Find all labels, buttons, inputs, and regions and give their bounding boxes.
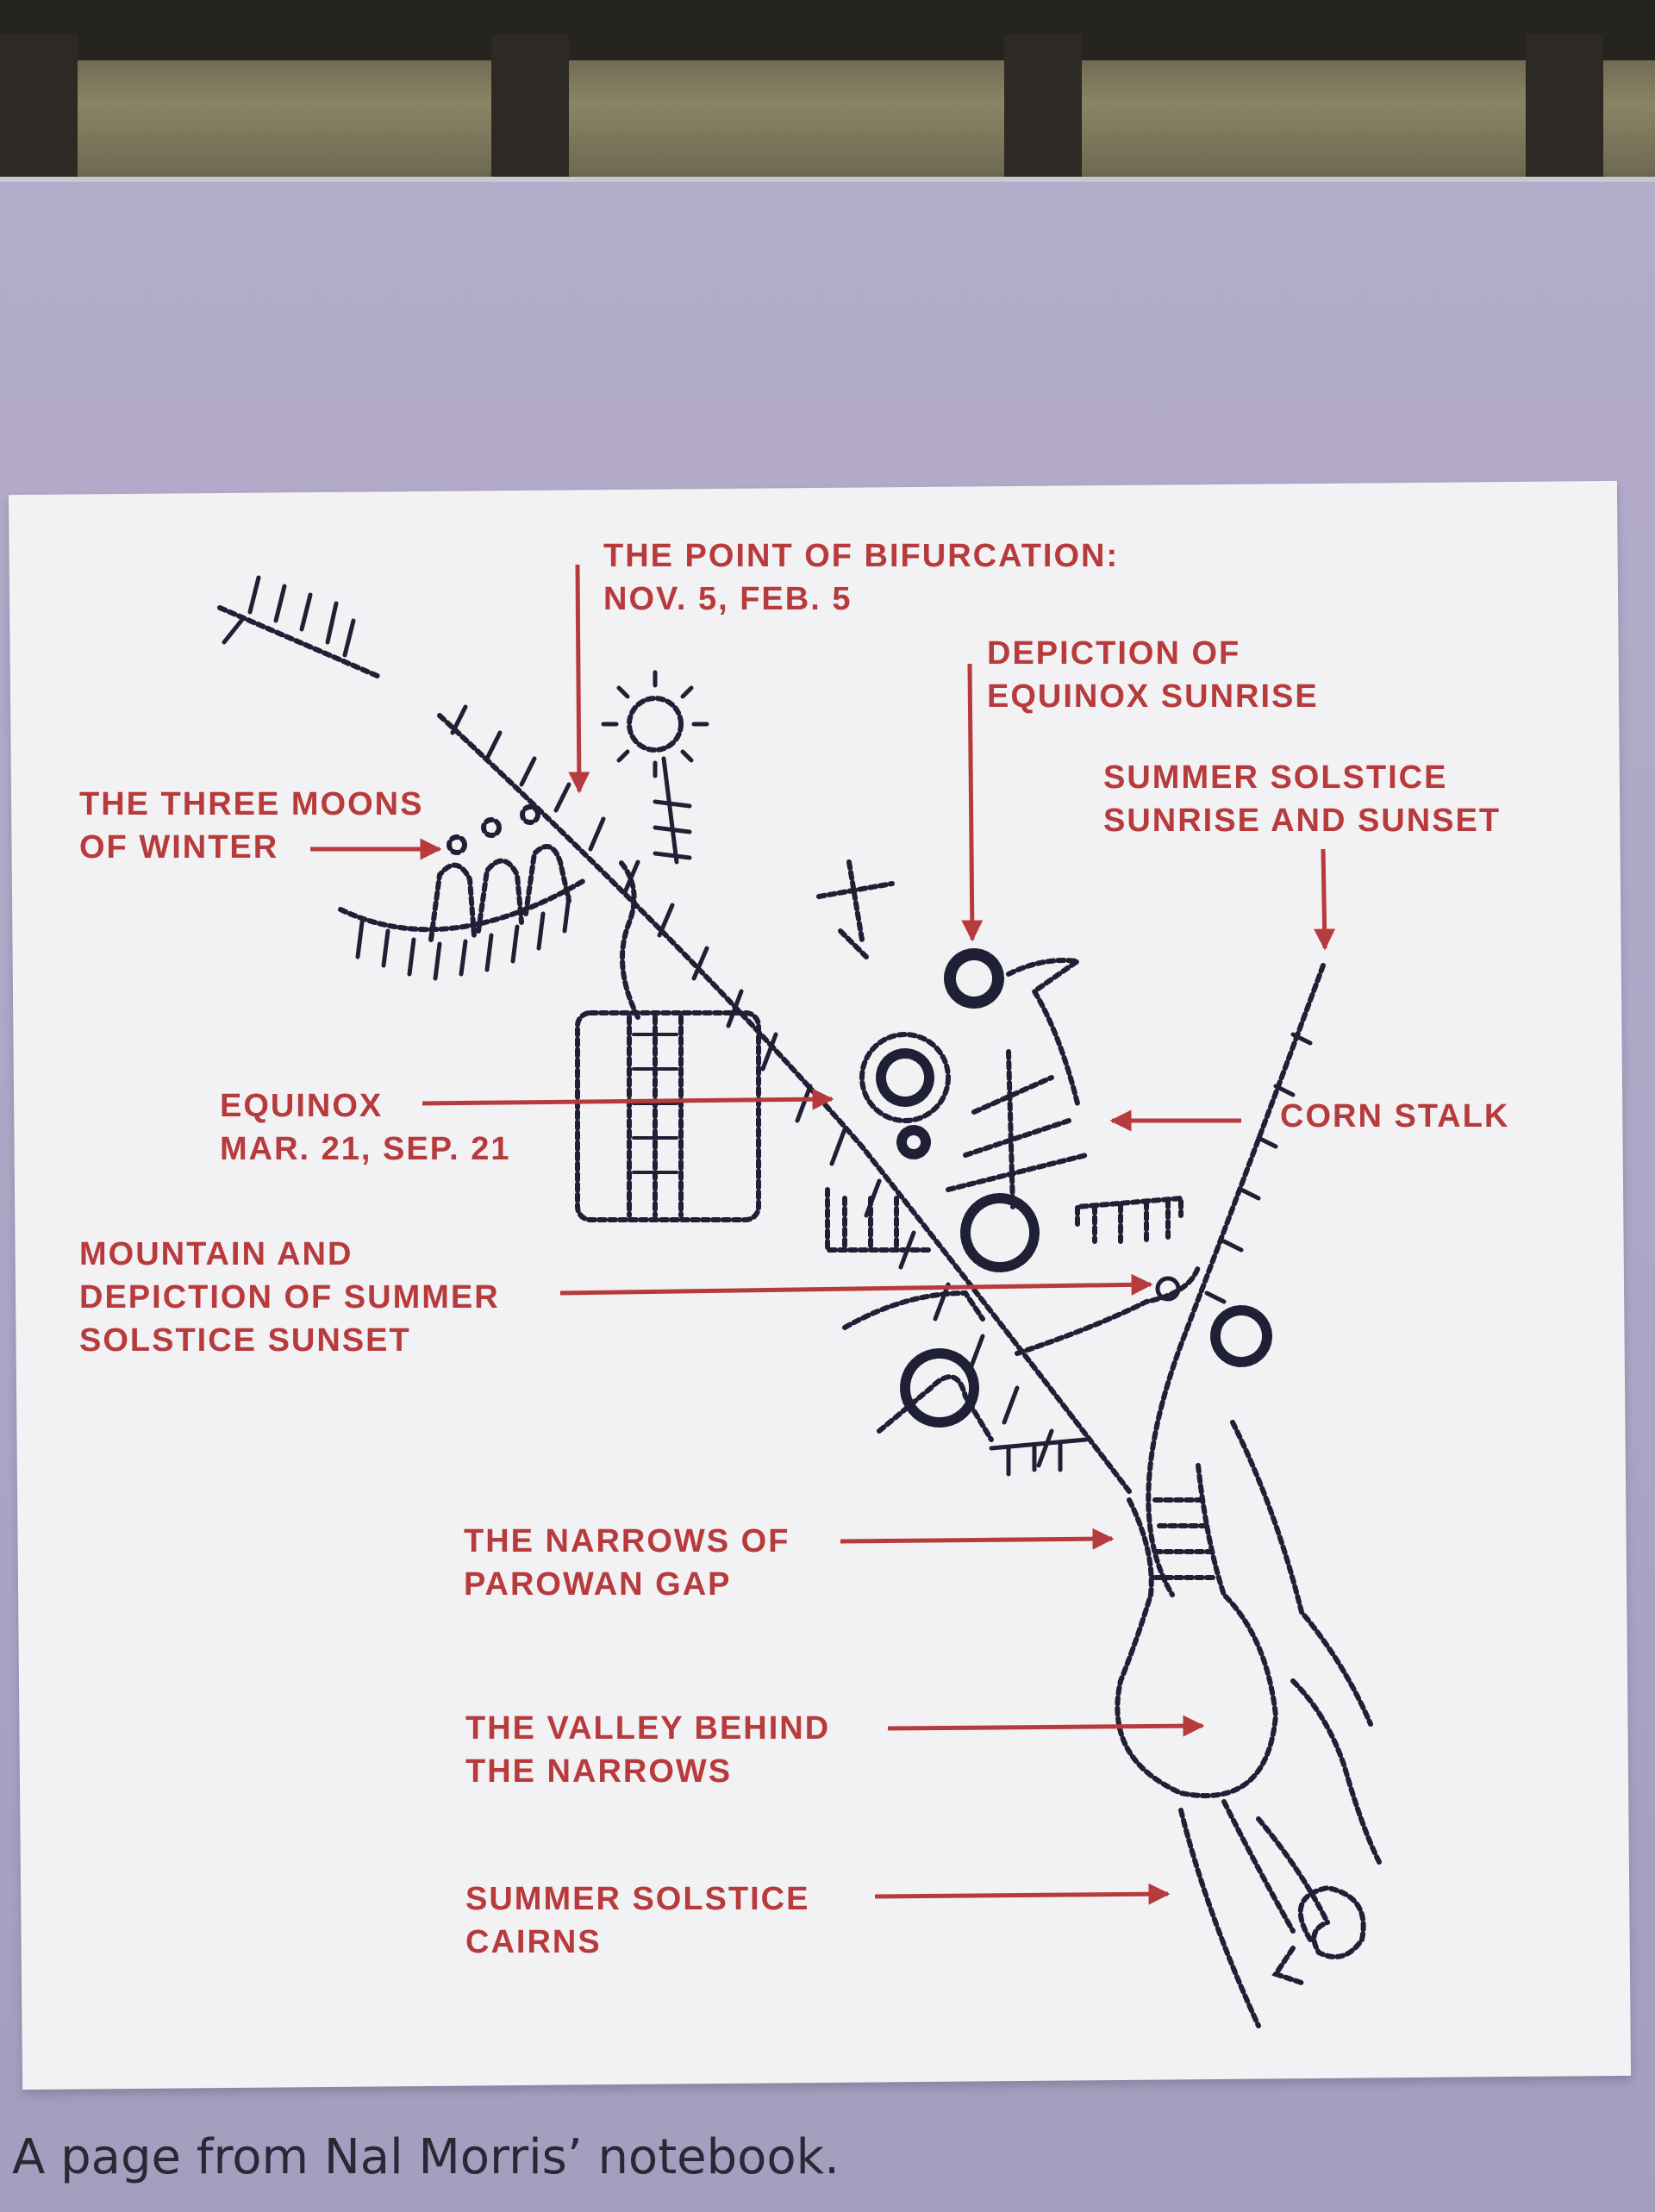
petroglyph-lines xyxy=(217,575,1382,2028)
label-line: CAIRNS xyxy=(465,1924,602,1960)
label-line: THE NARROWS xyxy=(465,1753,733,1790)
label-line: THE POINT OF BIFURCATION: xyxy=(603,538,1120,574)
arrow-equinox xyxy=(422,1088,834,1110)
arrow-valley xyxy=(887,1715,1205,1737)
fence-post xyxy=(491,34,569,198)
label-line: EQUINOX SUNRISE xyxy=(987,678,1319,715)
equinox-sunrise-glyph xyxy=(944,948,1004,1009)
arrow-mountain xyxy=(559,1273,1153,1296)
arrow-equinox-sunrise xyxy=(961,663,984,942)
background-bushes xyxy=(0,0,1655,198)
label-equinox: EQUINOX MAR. 21, SEP. 21 xyxy=(220,1084,511,1171)
sun-glyph xyxy=(627,696,684,753)
label-line: EQUINOX xyxy=(220,1088,384,1124)
winter-moons-boat xyxy=(338,877,589,933)
arrow-cairns xyxy=(874,1883,1171,1905)
arrow-narrows xyxy=(840,1528,1115,1550)
label-valley: THE VALLEY BEHIND THE NARROWS xyxy=(465,1707,830,1793)
label-line: THE NARROWS OF xyxy=(464,1523,790,1559)
label-line: OF WINTER xyxy=(79,829,279,865)
label-line: DEPICTION OF SUMMER xyxy=(79,1279,500,1315)
spiral-glyph xyxy=(1297,1884,1366,1959)
label-line: SUMMER SOLSTICE xyxy=(465,1881,810,1917)
sign-caption: A page from Nal Morris’ notebook. xyxy=(12,2129,840,2185)
fence-post xyxy=(1526,34,1603,198)
label-line: DEPICTION OF xyxy=(987,635,1241,672)
label-line: THE VALLEY BEHIND xyxy=(465,1710,831,1746)
label-line: MAR. 21, SEP. 21 xyxy=(220,1131,511,1167)
label-arrows xyxy=(310,564,1336,1905)
right-corn-branch xyxy=(1146,963,1326,1597)
label-mountain: MOUNTAIN AND DEPICTION OF SUMMER SOLSTIC… xyxy=(79,1233,500,1362)
arrow-bifurcation xyxy=(568,564,590,794)
label-bifurcation: THE POINT OF BIFURCATION: NOV. 5, FEB. 5 xyxy=(603,534,1119,621)
label-equinox-sunrise: DEPICTION OF EQUINOX SUNRISE xyxy=(987,632,1319,718)
corn-stalk-glyph xyxy=(946,1049,1089,1209)
label-narrows: THE NARROWS OF PAROWAN GAP xyxy=(464,1520,790,1606)
label-line: SUNRISE AND SUNSET xyxy=(1103,803,1502,839)
arrow-solstice-sun xyxy=(1314,848,1336,951)
upper-left-branch xyxy=(217,605,382,679)
label-corn-stalk: CORN STALK xyxy=(1280,1095,1509,1138)
label-line: SOLSTICE SUNSET xyxy=(79,1322,411,1359)
label-line: THE THREE MOONS xyxy=(79,786,424,822)
valley-outline xyxy=(1115,1463,1279,1799)
fence-rail xyxy=(0,0,1655,60)
label-line: SUMMER SOLSTICE xyxy=(1103,759,1448,796)
label-line: NOV. 5, FEB. 5 xyxy=(603,581,852,617)
label-line: MOUNTAIN AND xyxy=(79,1236,353,1272)
label-solstice-sunrise-sunset: SUMMER SOLSTICE SUNRISE AND SUNSET xyxy=(1103,756,1501,842)
mountain-glyph xyxy=(842,1290,994,1442)
cairns-line xyxy=(1178,1808,1261,2028)
label-line: CORN STALK xyxy=(1280,1098,1510,1134)
label-three-moons: THE THREE MOONS OF WINTER xyxy=(79,783,423,869)
equinox-blanket-glyph xyxy=(575,1010,761,1222)
fence-post xyxy=(0,34,78,198)
label-line: PAROWAN GAP xyxy=(464,1566,732,1603)
main-staff xyxy=(437,713,1132,1494)
label-solstice-cairns: SUMMER SOLSTICE CAIRNS xyxy=(465,1878,809,1964)
star-cross-glyph xyxy=(816,859,895,959)
fence-post xyxy=(1004,34,1082,198)
